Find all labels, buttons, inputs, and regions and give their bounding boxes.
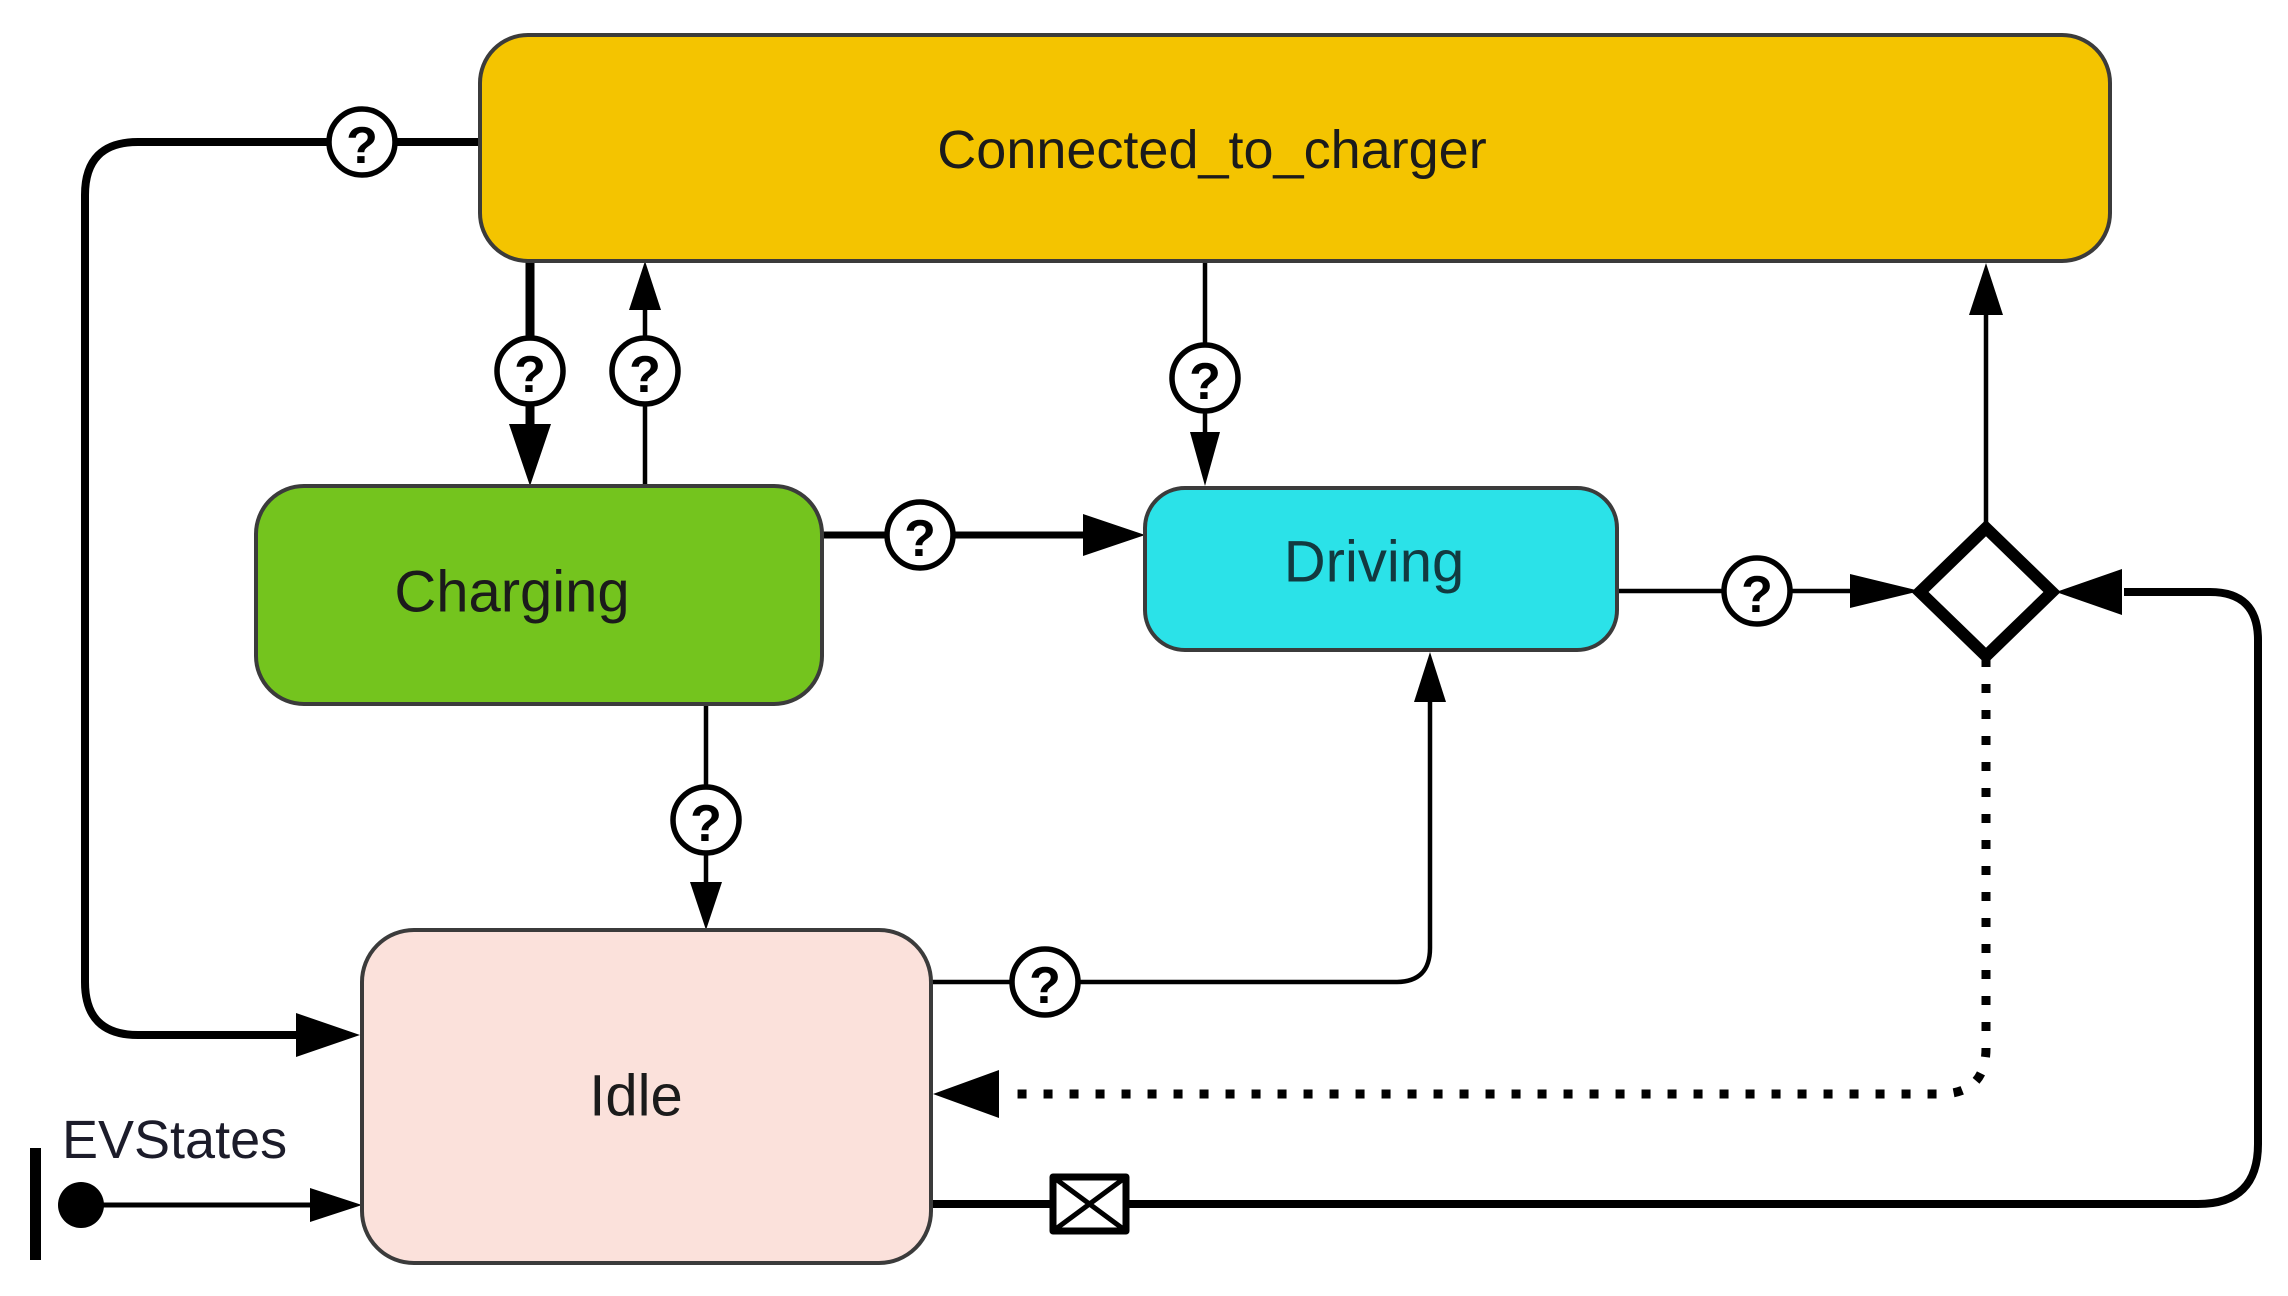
arrowhead bbox=[629, 261, 661, 310]
transition-idle-to-driving bbox=[931, 652, 1446, 985]
state-idle[interactable]: Idle bbox=[360, 928, 933, 1265]
state-idle-label: Idle bbox=[589, 1064, 683, 1129]
transition-junction-to-idle-dotted bbox=[933, 658, 1991, 1118]
state-charging-label: Charging bbox=[394, 560, 629, 625]
question-mark-glyph: ? bbox=[690, 795, 722, 853]
transition-idle-to-driving-path[interactable] bbox=[931, 702, 1433, 985]
arrowhead bbox=[690, 882, 722, 930]
question-mark-glyph: ? bbox=[629, 346, 661, 404]
state-driving-label: Driving bbox=[1284, 530, 1465, 595]
arrowhead bbox=[296, 1013, 360, 1057]
state-driving-box[interactable] bbox=[1143, 486, 1619, 652]
connective-junction-diamond[interactable] bbox=[1911, 519, 2061, 665]
arrowhead bbox=[1190, 432, 1220, 486]
state-idle-box[interactable] bbox=[360, 928, 933, 1265]
question-mark-glyph: ? bbox=[514, 346, 546, 404]
arrowhead bbox=[310, 1188, 362, 1222]
state-connected-to-charger-box[interactable] bbox=[478, 33, 2112, 263]
arrowhead bbox=[1850, 574, 1920, 608]
chart-boundary-bar bbox=[30, 1148, 41, 1260]
transition-charging-to-driving bbox=[822, 514, 1145, 556]
initial-state-dot[interactable] bbox=[58, 1182, 104, 1228]
question-mark-badge[interactable]: ? bbox=[884, 499, 956, 571]
question-mark-badge[interactable]: ? bbox=[326, 106, 398, 178]
transition-connected-to-idle bbox=[81, 138, 480, 1057]
question-mark-glyph: ? bbox=[1029, 957, 1061, 1015]
arrowhead bbox=[509, 424, 551, 486]
question-mark-glyph: ? bbox=[904, 510, 936, 568]
state-connected-to-charger[interactable]: Connected_to_charger bbox=[478, 33, 2112, 263]
transition-junction-to-idle-path[interactable] bbox=[1004, 658, 1991, 1099]
transition-junction-to-connected bbox=[1969, 263, 2003, 528]
question-mark-badge[interactable]: ? bbox=[1721, 555, 1793, 627]
state-charging[interactable]: Charging bbox=[254, 484, 824, 706]
arrowhead bbox=[933, 1070, 999, 1118]
arrowhead bbox=[2056, 569, 2122, 615]
transition-initial-to-idle bbox=[30, 1148, 362, 1260]
envelope-fold-lines bbox=[1051, 1174, 1128, 1234]
message-envelope-icon[interactable] bbox=[1049, 1173, 1130, 1235]
state-charging-box[interactable] bbox=[254, 484, 824, 706]
arrowhead bbox=[1083, 514, 1145, 556]
question-mark-badge[interactable]: ? bbox=[494, 335, 566, 407]
question-mark-glyph: ? bbox=[1189, 353, 1221, 411]
arrowhead bbox=[1969, 263, 2003, 315]
transition-connected-to-idle-path[interactable] bbox=[81, 138, 480, 1039]
transition-idle-to-junction-path[interactable] bbox=[931, 588, 2262, 1208]
question-mark-badge[interactable]: ? bbox=[609, 335, 681, 407]
question-mark-badge[interactable]: ? bbox=[1009, 946, 1081, 1018]
state-connected-to-charger-label: Connected_to_charger bbox=[937, 120, 1486, 180]
question-mark-badge[interactable]: ? bbox=[670, 784, 742, 856]
question-mark-badge[interactable]: ? bbox=[1169, 342, 1241, 414]
question-mark-glyph: ? bbox=[346, 117, 378, 175]
chart-name-label: EVStates bbox=[62, 1110, 287, 1170]
state-driving[interactable]: Driving bbox=[1143, 486, 1619, 652]
arrowhead bbox=[1414, 652, 1446, 702]
transition-idle-to-junction bbox=[931, 569, 2262, 1235]
question-mark-glyph: ? bbox=[1741, 566, 1773, 624]
